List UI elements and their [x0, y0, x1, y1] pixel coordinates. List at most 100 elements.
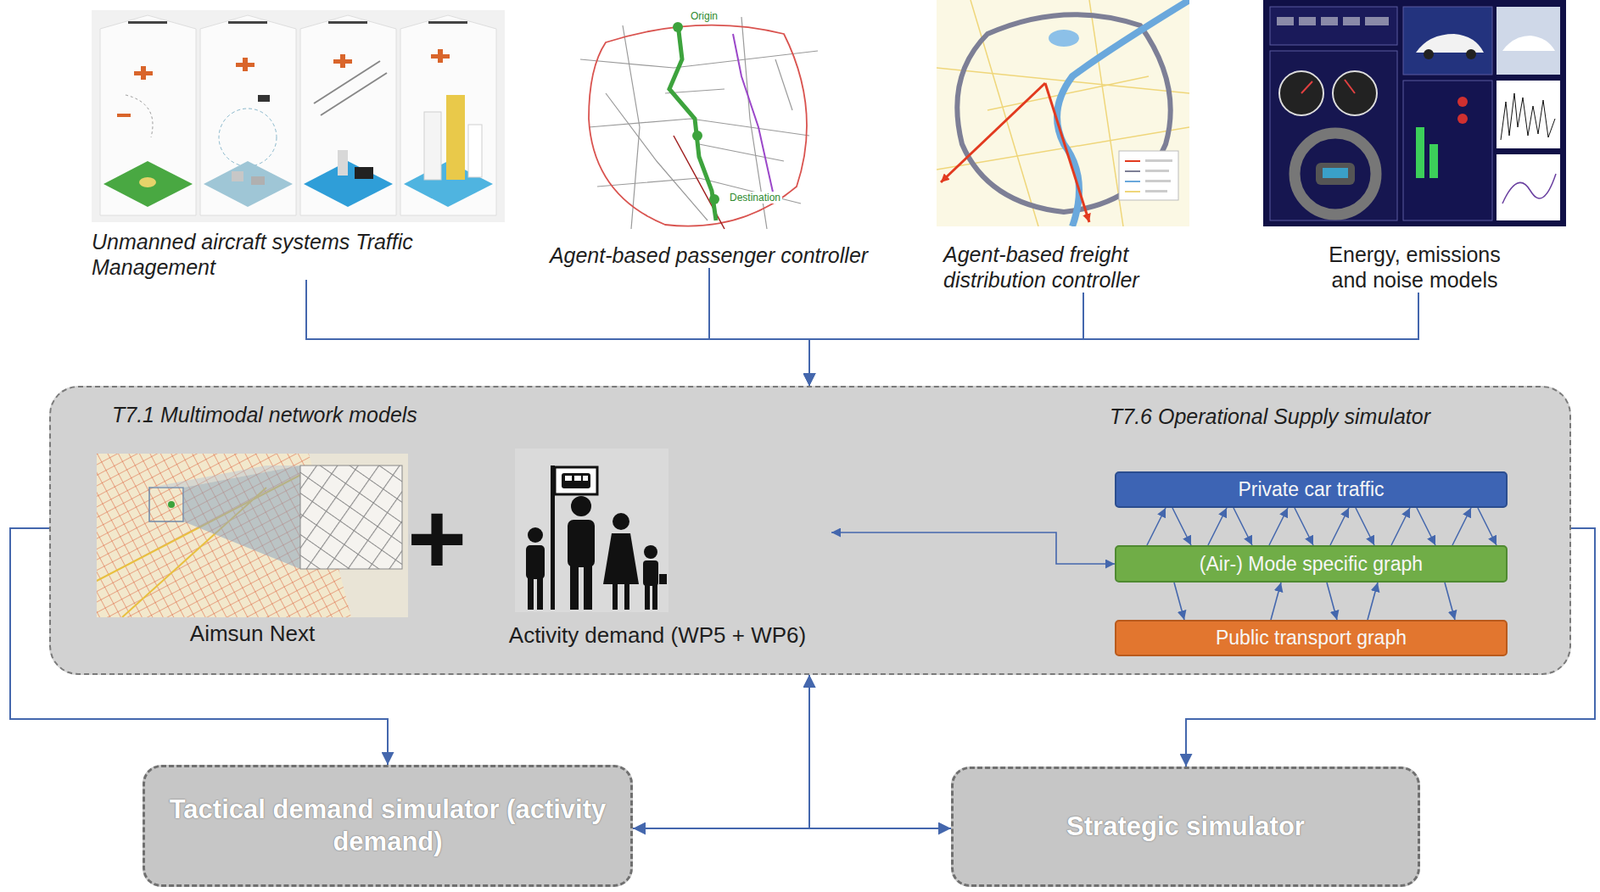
illustration-part — [1415, 127, 1438, 179]
illustration-part — [337, 150, 348, 176]
illustration-part — [1298, 16, 1316, 26]
illustration-part — [1145, 179, 1171, 183]
connector-line — [1233, 508, 1253, 546]
connector-line — [1270, 582, 1282, 621]
illustration-part — [1502, 173, 1556, 204]
illustration-part — [139, 177, 157, 188]
illustration-part — [1124, 190, 1141, 193]
illustration-part — [340, 54, 346, 68]
illustration-part — [1276, 16, 1389, 26]
group-box: T7.1 Multimodal network models T7.6 Opera… — [49, 386, 1572, 676]
illustration-part — [570, 565, 579, 610]
illustration-part — [580, 16, 818, 230]
illustration-part — [1342, 16, 1360, 26]
connector-line — [709, 268, 810, 387]
connector-line — [1208, 508, 1227, 546]
illustration-part — [1496, 80, 1561, 149]
caption: Agent-based passenger controller — [513, 242, 905, 269]
connector-line — [1367, 582, 1378, 621]
connector-line — [1391, 508, 1410, 546]
illustration-part — [554, 467, 598, 495]
connector-line — [1477, 508, 1497, 546]
illustration-part — [699, 144, 784, 162]
illustration-part — [1045, 83, 1090, 223]
connector — [306, 279, 810, 387]
illustration-part — [96, 453, 409, 618]
illustration-part — [1315, 162, 1355, 185]
section-heading: T7.6 Operational Supply simulator — [1109, 404, 1431, 430]
illustration-part — [644, 584, 650, 610]
illustration-part — [1145, 169, 1170, 173]
illustration-part — [257, 95, 270, 102]
illustration-part — [583, 565, 593, 610]
caption: Energy, emissions and noise models — [1310, 241, 1519, 293]
connector-line — [809, 292, 1419, 387]
illustration-part — [91, 10, 505, 223]
illustration-part — [514, 448, 669, 613]
illustration-part — [333, 54, 353, 68]
illustration-part — [936, 0, 1190, 227]
connector-line — [1174, 582, 1185, 621]
people-icon — [514, 448, 669, 613]
connector-line — [1444, 582, 1455, 621]
illustration-part — [570, 496, 592, 517]
illustration-part — [328, 21, 368, 24]
illustration-part — [235, 57, 255, 72]
illustration-part — [669, 23, 717, 221]
illustration-part — [1320, 16, 1338, 26]
aimsun-map — [96, 453, 409, 618]
connector-line — [1355, 508, 1375, 546]
connector-line — [1330, 508, 1349, 546]
connector-line — [632, 827, 952, 830]
box-label: Tactical demand simulator (activity dema… — [165, 794, 610, 859]
illustration-part — [537, 577, 543, 610]
connector — [632, 828, 952, 830]
illustration-part — [430, 49, 450, 63]
illustration-part — [1423, 49, 1434, 60]
illustration-part — [709, 194, 720, 205]
illustration-part — [612, 582, 618, 610]
illustration-part — [525, 545, 545, 580]
illustration-part — [1276, 16, 1294, 26]
illustration-part — [140, 66, 146, 80]
bar-label: Public transport graph — [1215, 626, 1407, 650]
illustration-part — [446, 95, 465, 180]
simulator-box: Tactical demand simulator (activity dema… — [142, 765, 633, 888]
illustration-part — [582, 475, 588, 482]
illustration-node: Agent-based freight distribution control… — [936, 0, 1190, 293]
bar-label: (Air-) Mode specific graph — [1199, 553, 1423, 577]
illustration-part — [125, 95, 153, 138]
illustration-part — [1415, 127, 1425, 179]
section-heading: T7.1 Multimodal network models — [111, 402, 418, 428]
illustration-part — [525, 496, 667, 610]
illustration-part — [354, 167, 374, 180]
illustration-part — [1118, 151, 1179, 201]
illustration-part — [1263, 0, 1567, 227]
connector-line — [1146, 508, 1166, 546]
illustration-part — [1365, 16, 1389, 26]
illustration-part — [565, 475, 572, 482]
illustration-part — [652, 584, 658, 610]
bar-label: Private car traffic — [1237, 478, 1384, 502]
illustration-part — [1496, 6, 1561, 75]
illustration-part — [574, 475, 582, 482]
illustration-part — [1415, 33, 1484, 53]
illustration-part — [1403, 6, 1493, 75]
caption: Aimsun Next — [96, 620, 409, 647]
illustration-part — [228, 21, 268, 24]
illustration-part — [1124, 180, 1141, 183]
illustration-part — [1322, 167, 1349, 179]
caption: Agent-based freight distribution control… — [936, 241, 1190, 293]
illustration-part — [1429, 144, 1438, 179]
illustration-part — [149, 465, 301, 488]
illustration-part — [567, 520, 595, 568]
connector-line — [632, 675, 810, 829]
box-label: Strategic simulator — [1066, 811, 1305, 844]
illustration-part — [692, 130, 703, 141]
illustration-part — [1048, 29, 1080, 47]
illustration-part — [624, 582, 630, 610]
image-node: Aimsun Next — [96, 453, 409, 647]
uas-illustration — [91, 10, 505, 223]
illustration-part — [1500, 93, 1556, 140]
